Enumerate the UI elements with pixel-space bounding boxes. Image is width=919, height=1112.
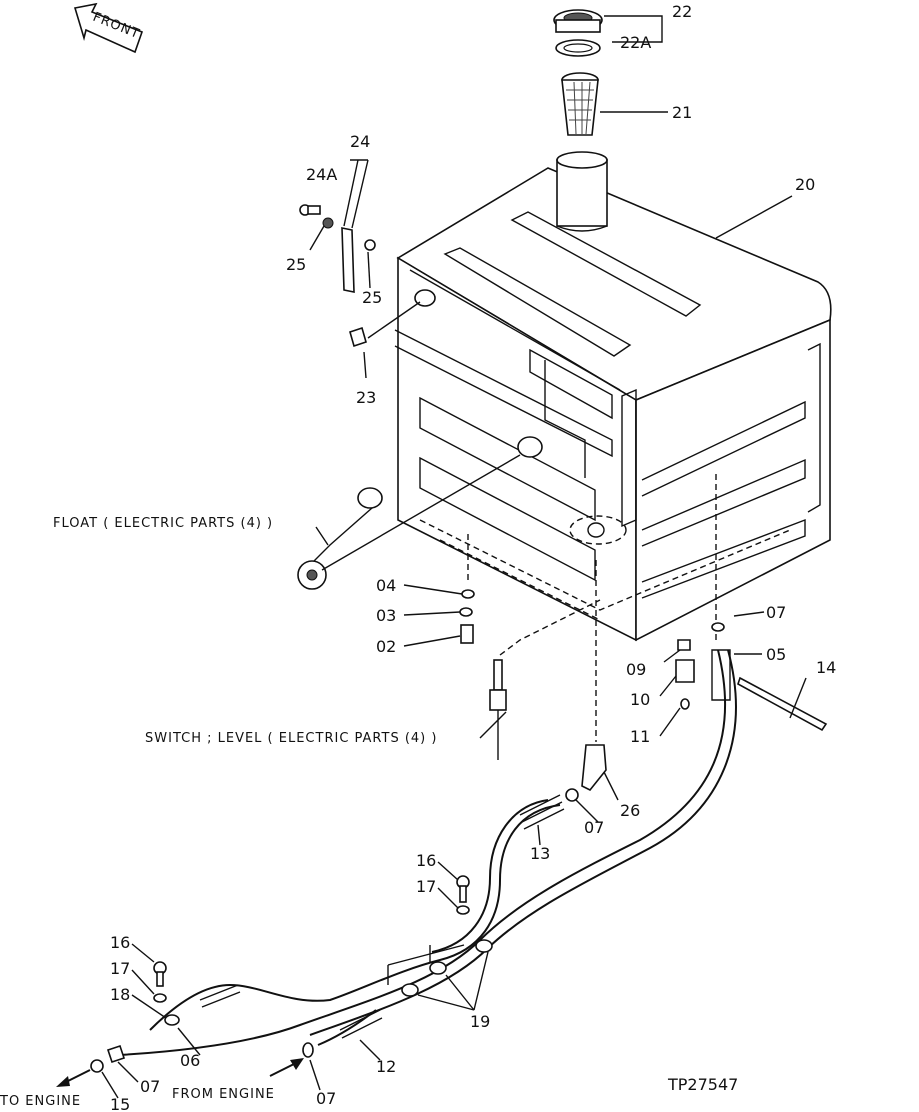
mounting-bracket: [299, 204, 376, 348]
fuel-tank: [394, 151, 832, 642]
fuel-cap: [553, 9, 603, 57]
from-engine-note: FROM ENGINE: [172, 1087, 275, 1102]
callout-03: 03: [376, 606, 396, 625]
float-assembly: [297, 454, 521, 590]
callout-labels: 22 22A 21 20 24 24A 25 25 23 FLOAT ( ELE…: [0, 2, 836, 1112]
callout-23: 23: [356, 388, 376, 407]
callout-16-lower: 16: [110, 933, 130, 952]
callout-05: 05: [766, 645, 786, 664]
callout-06: 06: [180, 1051, 200, 1070]
callout-14: 14: [816, 658, 836, 677]
callout-17-upper: 17: [416, 877, 436, 896]
callout-04: 04: [376, 576, 396, 595]
callout-26: 26: [620, 801, 640, 820]
level-switch: [489, 599, 601, 760]
callout-07-bottom: 07: [316, 1089, 336, 1108]
callout-12: 12: [376, 1057, 396, 1076]
fuel-strainer: [561, 72, 599, 136]
callout-22: 22: [672, 2, 692, 21]
callout-19: 19: [470, 1012, 490, 1031]
callout-21: 21: [672, 103, 692, 122]
callout-02: 02: [376, 637, 396, 656]
fuel-hoses: [119, 470, 737, 1056]
callout-20: 20: [795, 175, 815, 194]
callout-25-left: 25: [286, 255, 306, 274]
callout-09: 09: [626, 660, 646, 679]
front-arrow-icon: FRONT: [73, 2, 144, 54]
callout-22a: 22A: [620, 33, 651, 52]
callout-13: 13: [530, 844, 550, 863]
callout-25-right: 25: [362, 288, 382, 307]
callout-07-left: 07: [140, 1077, 160, 1096]
callout-17-lower: 17: [110, 959, 130, 978]
callout-15: 15: [110, 1095, 130, 1112]
switch-note: SWITCH ; LEVEL ( ELECTRIC PARTS (4) ): [145, 731, 437, 746]
callout-16-upper: 16: [416, 851, 436, 870]
callout-10: 10: [630, 690, 650, 709]
callout-24a: 24A: [306, 165, 337, 184]
callout-07-mid: 07: [584, 818, 604, 837]
float-note: FLOAT ( ELECTRIC PARTS (4) ): [53, 516, 273, 531]
callout-24: 24: [350, 132, 370, 151]
callout-18: 18: [110, 985, 130, 1004]
hardware-fittings: [90, 622, 828, 1073]
drawing-id: TP27547: [667, 1075, 738, 1094]
callout-11: 11: [630, 727, 650, 746]
to-engine-note: TO ENGINE: [0, 1094, 81, 1109]
callout-07-top: 07: [766, 603, 786, 622]
